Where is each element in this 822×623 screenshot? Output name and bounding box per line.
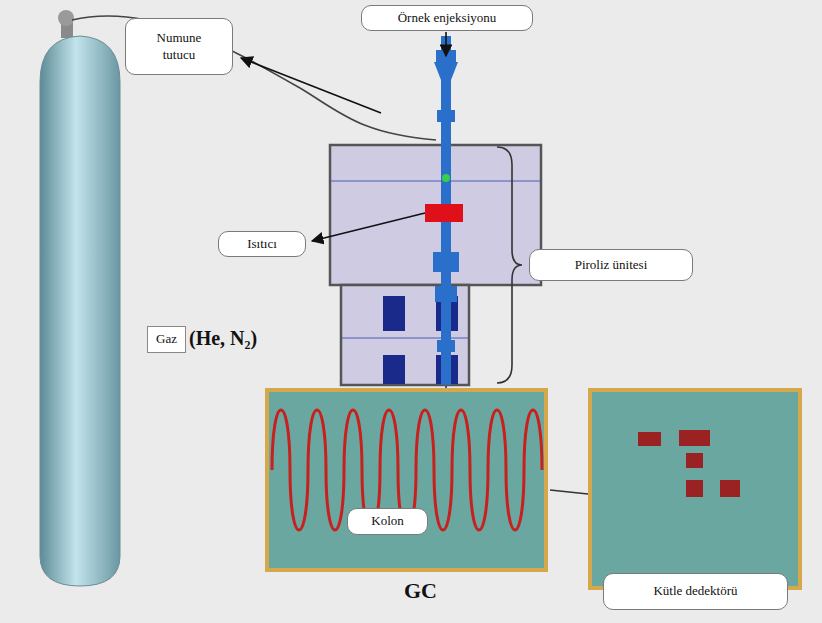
housing-line <box>331 181 540 182</box>
box-label: Kolon <box>371 513 404 529</box>
detector-block <box>686 453 703 468</box>
column-label: Kolon <box>347 508 428 535</box>
heater <box>425 204 463 222</box>
leader-arrow <box>312 213 425 241</box>
callout-box: Isıtıcı <box>218 231 306 257</box>
cylinder-valve <box>58 10 74 26</box>
injector-part <box>437 340 455 352</box>
mass-detector <box>590 390 800 588</box>
injector-part <box>434 62 458 80</box>
callout-box: Piroliz ünitesi <box>529 249 693 281</box>
gas-hose <box>72 16 436 140</box>
gc-oven: GCKolon <box>265 388 548 572</box>
injector-part <box>437 110 455 122</box>
detector-block <box>638 432 661 446</box>
injector-part <box>435 286 457 302</box>
detector-block <box>720 480 740 497</box>
callout-box: Kütle dedektörü <box>603 573 788 610</box>
box-label: Kütle dedektörü <box>653 583 737 599</box>
injector-stem <box>441 80 451 385</box>
gas-tag: Gaz <box>147 326 186 353</box>
box-label: Örnek enjeksiyonu <box>398 10 497 26</box>
box-label: Piroliz ünitesi <box>575 257 648 273</box>
box-label: Isıtıcı <box>247 236 277 252</box>
detector-block <box>686 480 703 497</box>
block <box>383 296 405 331</box>
box-label: Gaz <box>156 331 177 347</box>
block <box>383 355 405 384</box>
detector-block <box>679 430 710 446</box>
unit-heading: GC <box>269 578 544 604</box>
transfer-line <box>550 490 588 494</box>
callout-box: Örnek enjeksiyonu <box>361 5 533 31</box>
box-label: Numune tutucu <box>148 30 210 63</box>
gc-oven-fill <box>267 390 546 570</box>
leader-arrow <box>445 32 447 56</box>
sample-holder <box>442 174 450 182</box>
leader-arrow <box>241 58 381 113</box>
callout-box: Numune tutucu <box>125 18 233 75</box>
injector-part <box>433 252 459 272</box>
gas-formula: (He, N₂) <box>189 327 257 350</box>
bracket <box>497 147 522 383</box>
gas-cylinder <box>40 36 120 586</box>
pyrolysis-housing <box>330 145 541 285</box>
